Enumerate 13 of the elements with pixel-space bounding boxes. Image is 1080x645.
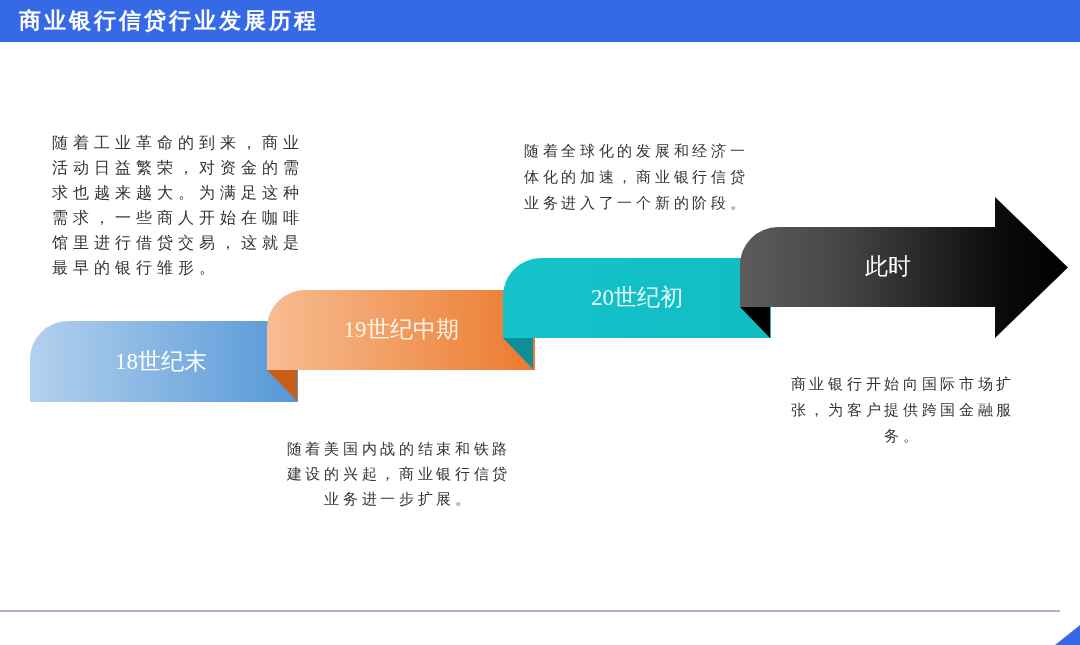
step-label: 19世纪中期: [343, 316, 459, 344]
step-label: 此时: [865, 253, 911, 281]
step-description: 随着全球化的发展和经济一体化的加速，商业银行信贷业务进入了一个新的阶段。: [524, 141, 750, 214]
step-label: 18世纪末: [115, 347, 207, 376]
step-label: 20世纪初: [591, 284, 683, 312]
step-description: 随着美国内战的结束和铁路建设的兴起，商业银行信贷业务进一步扩展。: [285, 439, 513, 510]
ribbon-step: [30, 321, 298, 402]
step-description: 随着工业革命的到来，商业活动日益繁荣，对资金的需求也越来越大。为满足这种需求，一些商人开始在咖啡馆里进行借贷交易，这就是最早的银行雏形。: [52, 132, 305, 279]
arrow-step: [740, 197, 1070, 338]
ribbon-step: [503, 258, 771, 338]
ribbon-step: [267, 290, 535, 370]
page-title: 商业银行信贷行业发展历程: [19, 10, 319, 32]
step-description: 商业银行开始向国际市场扩张，为客户提供跨国金融服务。: [789, 374, 1017, 447]
